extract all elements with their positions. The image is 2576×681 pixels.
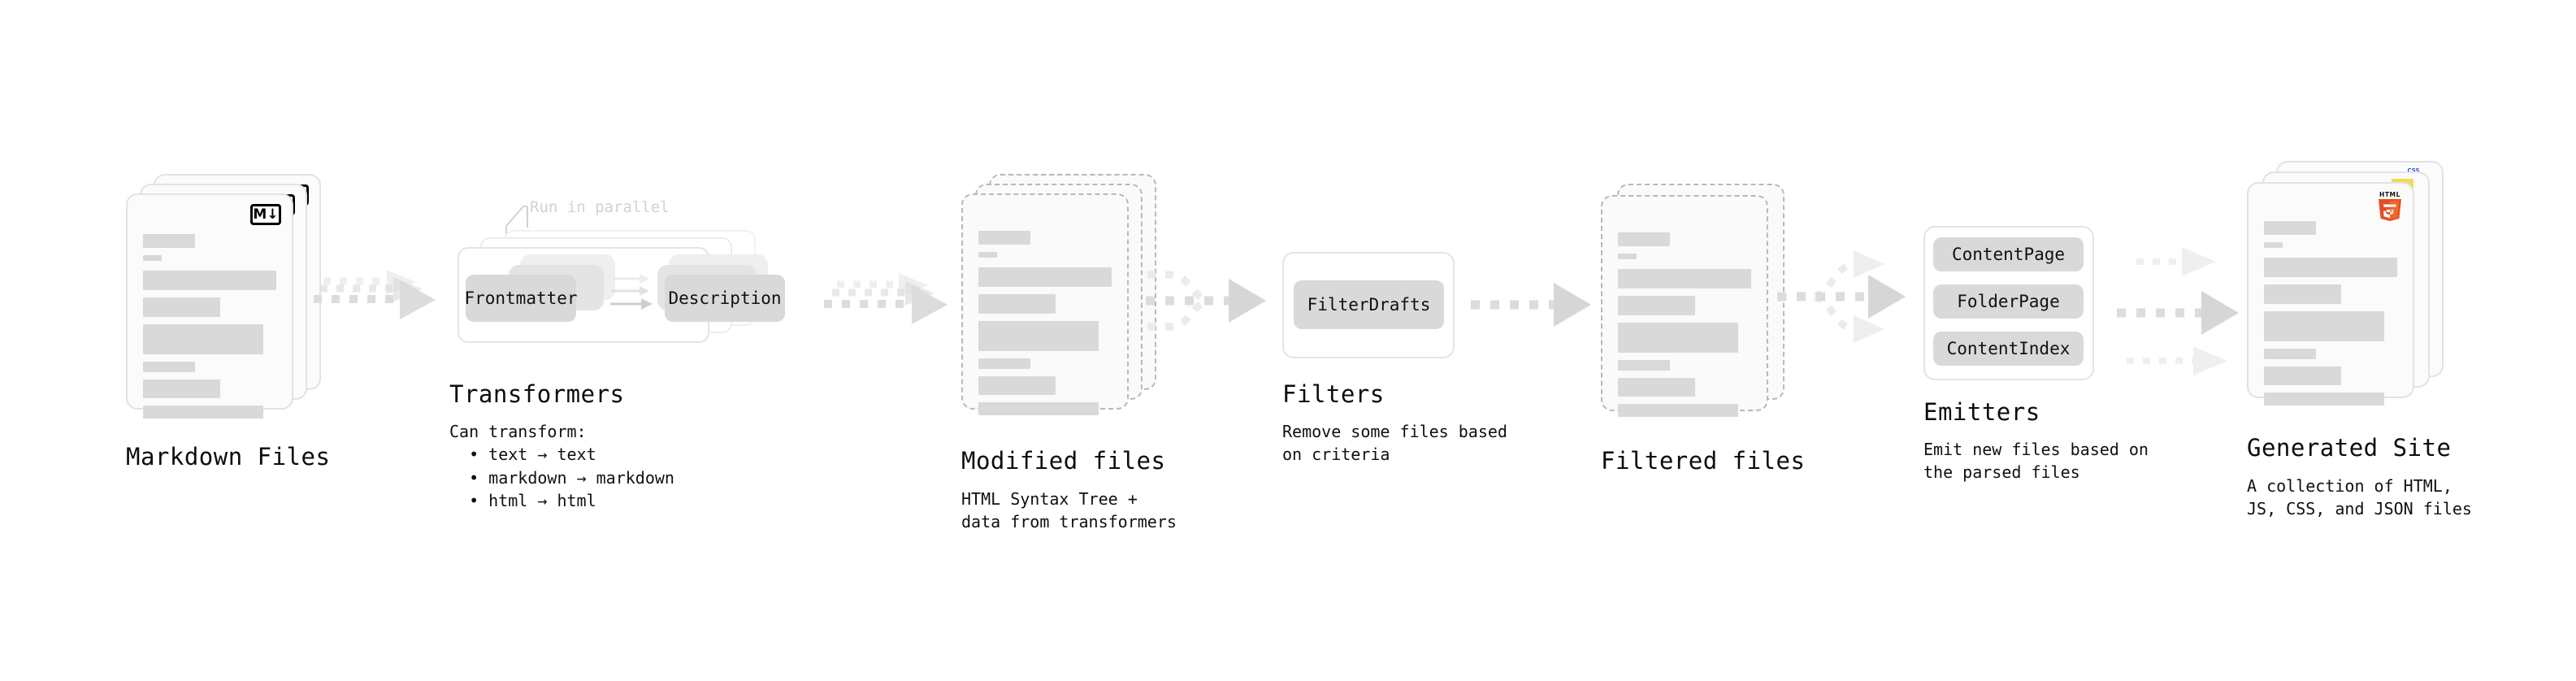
arrow-filters-to-filtered — [1463, 275, 1601, 335]
emitters-subtitle: Emit new files based on the parsed files — [1923, 440, 2149, 483]
markdown-card-front: M↓ — [126, 193, 293, 419]
run-in-parallel-label: Run in parallel — [530, 198, 670, 216]
generated-card-front-html: HTML — [2247, 182, 2414, 406]
modified-files-card-stack — [961, 174, 1156, 418]
arrow-emitters-to-site — [2101, 236, 2263, 375]
document-placeholder-lines — [978, 231, 1115, 423]
filters-title: Filters — [1282, 380, 1385, 408]
emitter-chip-contentindex[interactable]: ContentIndex — [1933, 332, 2084, 366]
html5-badge-icon: HTML — [2376, 189, 2404, 221]
filtered-files-card-stack — [1601, 184, 1796, 427]
arrow-modified-to-filters — [1138, 244, 1284, 358]
generated-site-subtitle: A collection of HTML, JS, CSS, and JSON … — [2247, 476, 2472, 519]
modified-card-front — [961, 193, 1129, 415]
arrow-filtered-to-emitters — [1776, 236, 1930, 358]
modified-files-subtitle: HTML Syntax Tree + data from transformer… — [961, 489, 1177, 532]
generated-site-title: Generated Site — [2247, 434, 2452, 462]
modified-files-title: Modified files — [961, 447, 1166, 475]
markdown-files-card-stack: M↓ M↓ M↓ — [126, 174, 321, 419]
transformer-chip-description[interactable]: Description — [665, 275, 785, 322]
transformers-title: Transformers — [449, 380, 625, 408]
markdown-badge-icon: M↓ — [250, 204, 281, 225]
filter-chip-filterdrafts[interactable]: FilterDrafts — [1294, 280, 1444, 329]
transformer-chip-frontmatter[interactable]: Frontmatter — [464, 275, 578, 322]
arrow-transformers-to-modified — [819, 268, 957, 341]
document-placeholder-lines — [2264, 221, 2400, 413]
generated-site-card-stack: CSS JS HTML — [2247, 161, 2450, 406]
arrow-markdown-to-transformers — [309, 268, 447, 333]
filtered-files-title: Filtered files — [1601, 447, 1806, 475]
emitters-title: Emitters — [1923, 398, 2040, 426]
transformers-subtitle: Can transform: • text → text • markdown … — [449, 422, 674, 511]
emitter-chip-contentpage[interactable]: ContentPage — [1933, 237, 2084, 271]
document-placeholder-lines — [143, 234, 280, 426]
filters-subtitle: Remove some files based on criteria — [1282, 422, 1507, 465]
transformer-inner-arrows — [610, 274, 653, 310]
svg-text:HTML: HTML — [2379, 191, 2400, 198]
document-placeholder-lines — [1618, 232, 1754, 424]
emitter-chip-folderpage[interactable]: FolderPage — [1933, 284, 2084, 319]
markdown-files-title: Markdown Files — [126, 443, 331, 471]
filtered-card-front — [1601, 195, 1768, 417]
